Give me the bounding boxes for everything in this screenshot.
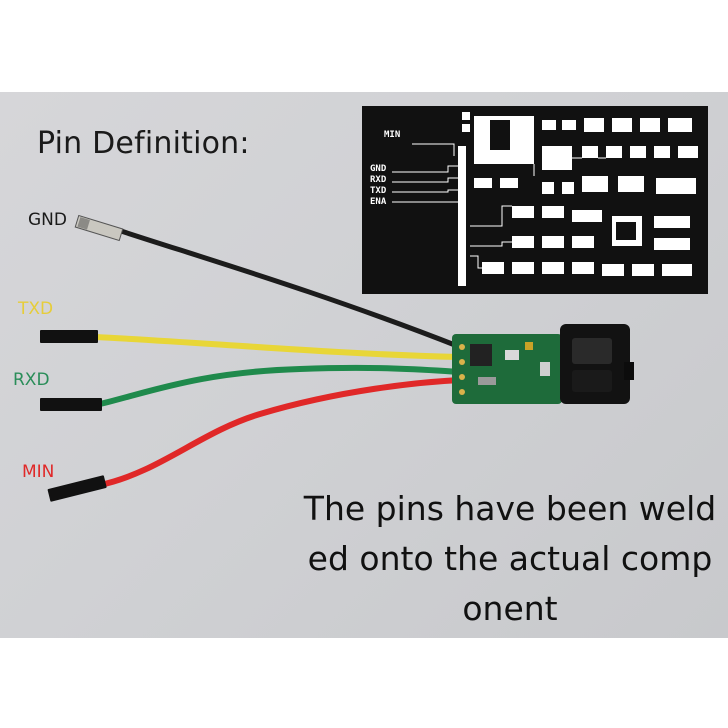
txd-label: TXD	[18, 299, 54, 319]
gnd-wire	[117, 227, 461, 350]
pcb-label-gnd: GND	[370, 164, 387, 174]
caption: The pins have been weld ed onto the actu…	[300, 484, 720, 634]
page-title: Pin Definition:	[37, 126, 250, 161]
pcb-label-rxd: RXD	[370, 175, 387, 185]
cable-illustration	[40, 214, 634, 502]
rxd-connector	[40, 398, 102, 411]
min-connector	[47, 475, 107, 502]
rxd-wire	[99, 364, 461, 407]
min-wire	[99, 377, 461, 488]
rxd-label: RXD	[13, 370, 50, 390]
txd-connector	[40, 330, 98, 343]
pcb-label-min: MIN	[384, 130, 401, 140]
caption-line-2: ed onto the actual comp	[307, 539, 713, 578]
min-label: MIN	[22, 462, 55, 482]
gnd-connector	[74, 214, 124, 242]
pcb-label-txd: TXD	[370, 186, 387, 196]
gnd-label: GND	[28, 210, 67, 230]
caption-line-1: The pins have been weld	[303, 489, 717, 528]
laser-module	[452, 324, 634, 404]
caption-line-3: onent	[462, 589, 558, 628]
product-photo: Pin Definition: GND TXD RXD MIN	[0, 92, 728, 638]
pcb-label-ena: ENA	[370, 197, 387, 207]
pcb-layout-diagram: MIN GND RXD TXD ENA	[362, 106, 708, 294]
txd-wire	[94, 334, 461, 360]
pcb-traces	[392, 112, 698, 286]
